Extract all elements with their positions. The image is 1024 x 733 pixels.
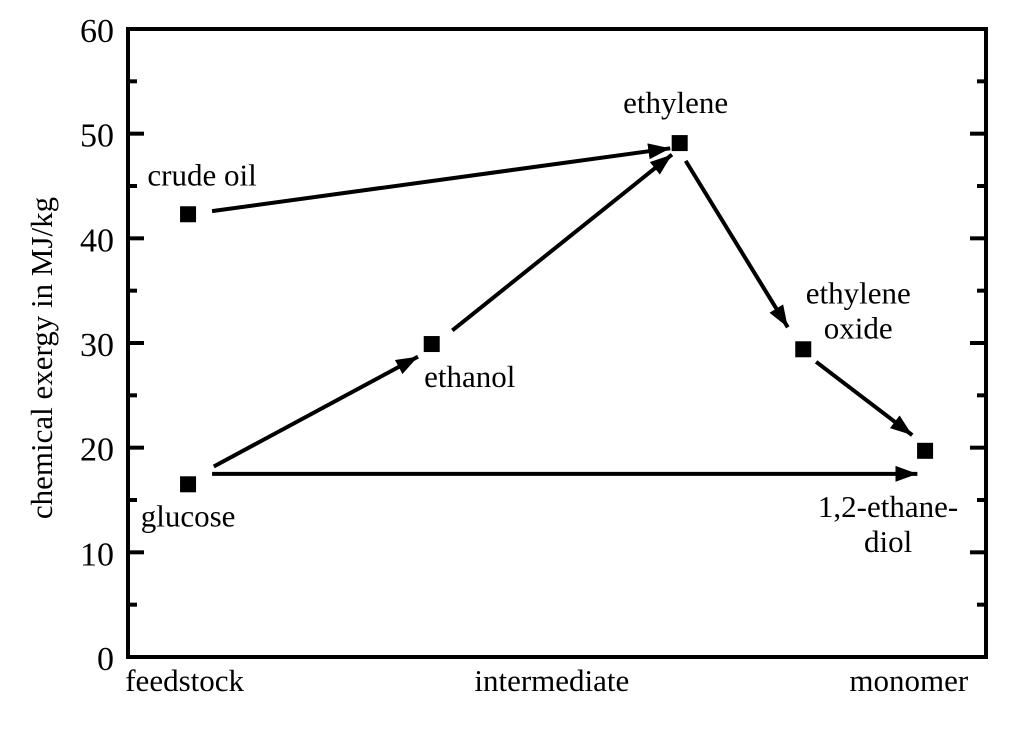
y-axis-title: chemical exergy in MJ/kg bbox=[24, 197, 59, 519]
arrow-ethylene-to-ethylene-oxide bbox=[683, 159, 790, 329]
data-point-1-2-ethanediol bbox=[917, 442, 934, 459]
y-axis-tick-label-40: 40 bbox=[80, 222, 114, 259]
arrow-crude-oil-to-ethylene bbox=[211, 143, 671, 214]
data-point-crude-oil bbox=[180, 206, 197, 223]
arrow-ethylene-oxide-to-1-2-ethanediol bbox=[814, 360, 914, 437]
point-label-ethylene-oxide-line1: ethylene bbox=[806, 275, 911, 310]
arrow-glucose-to-ethanol bbox=[212, 354, 419, 469]
y-axis-tick-label-60: 60 bbox=[80, 13, 114, 50]
data-point-ethylene bbox=[671, 135, 688, 152]
y-axis-tick-label-50: 50 bbox=[80, 118, 114, 155]
data-point-ethanol bbox=[423, 336, 440, 353]
point-label-ethanol: ethanol bbox=[424, 359, 515, 394]
y-axis-tick-label-10: 10 bbox=[80, 536, 114, 573]
x-category-label-monomer: monomer bbox=[849, 663, 968, 698]
x-category-label-intermediate: intermediate bbox=[474, 663, 629, 698]
y-axis-tick-label-0: 0 bbox=[97, 641, 114, 678]
point-label-ethylene-oxide-line2: oxide bbox=[824, 310, 893, 345]
point-label-crude-oil: crude oil bbox=[147, 157, 256, 192]
point-label-ethylene: ethylene bbox=[623, 85, 728, 120]
data-point-ethylene-oxide bbox=[795, 341, 812, 358]
point-label-1-2-ethanediol-line2: diol bbox=[864, 524, 912, 559]
x-category-label-feedstock: feedstock bbox=[125, 663, 244, 698]
point-label-1-2-ethanediol-line1: 1,2-ethane- bbox=[818, 489, 958, 524]
data-point-glucose bbox=[180, 476, 197, 493]
y-axis-tick-label-30: 30 bbox=[80, 327, 114, 364]
arrow-ethanol-to-ethylene bbox=[451, 153, 674, 333]
y-axis-tick-label-20: 20 bbox=[80, 432, 114, 469]
point-label-glucose: glucose bbox=[141, 498, 236, 533]
